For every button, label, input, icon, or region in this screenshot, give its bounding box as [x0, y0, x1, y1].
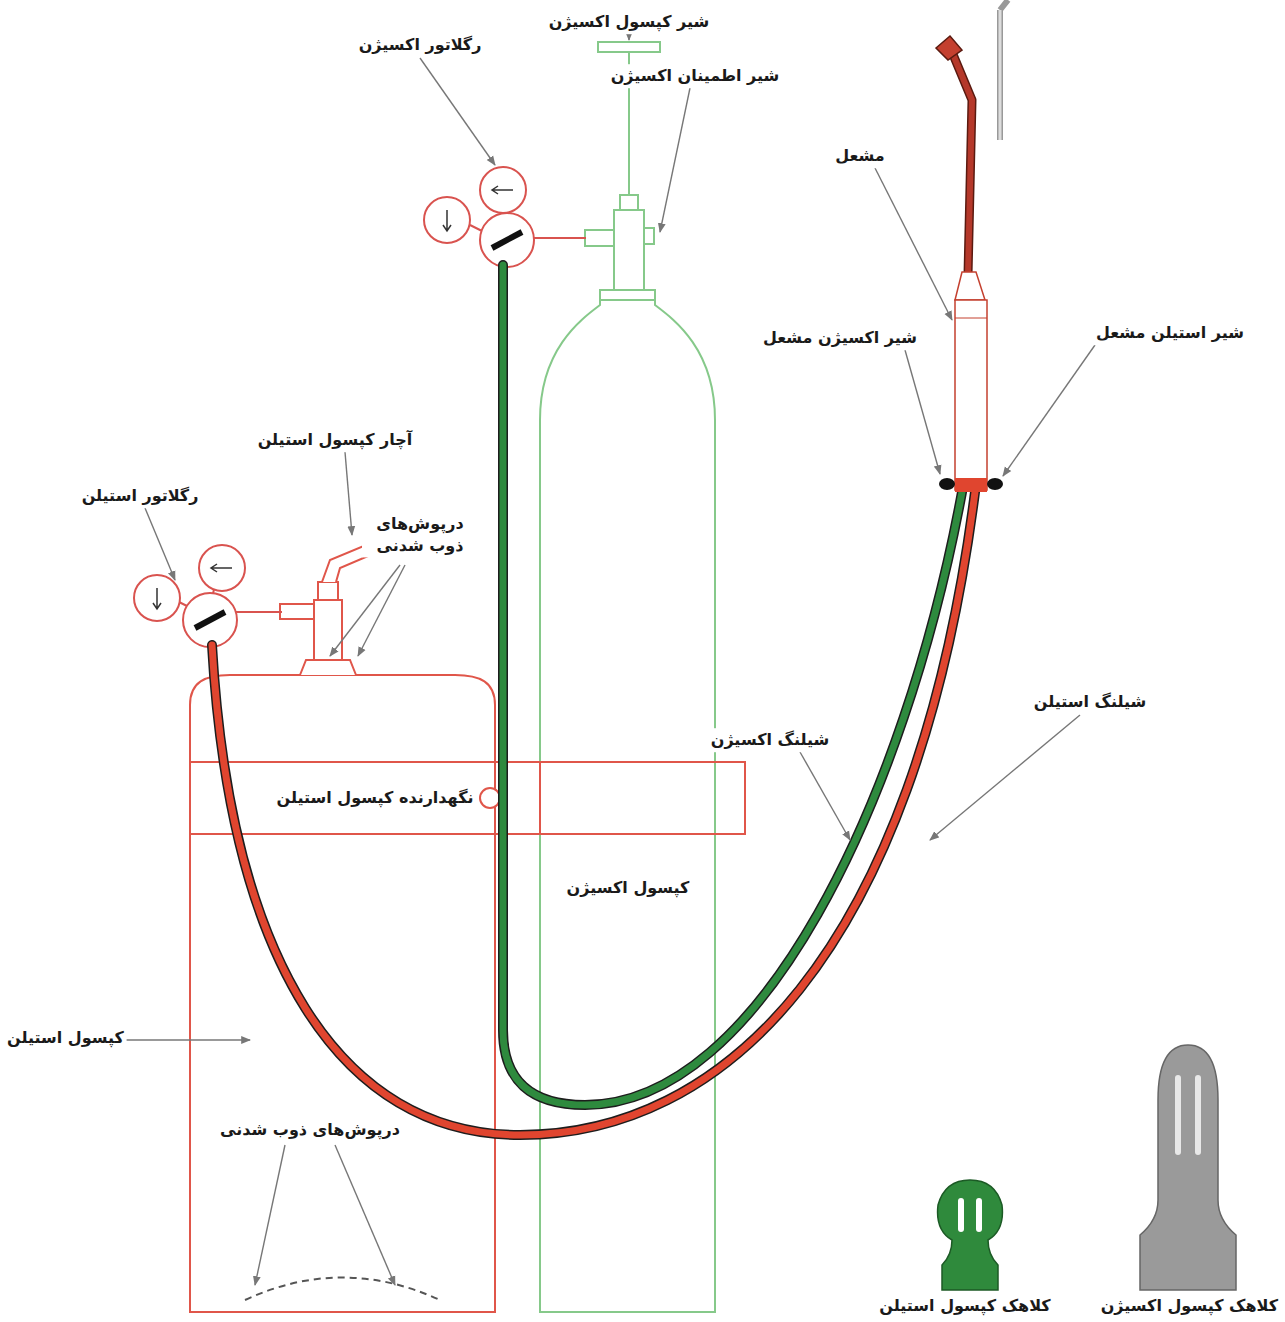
part-label: کلاهک کپسول اکسیژن: [1098, 1294, 1281, 1318]
part-label: نگهدارنده کپسول استیلن: [274, 786, 477, 810]
torch: [936, 0, 1008, 492]
part-label: شیر اطمینان اکسیژن: [608, 64, 783, 88]
acetylene-cylinder: [190, 535, 495, 1312]
part-label: رگلاتور استیلن: [79, 484, 202, 508]
part-label: آچار کپسول استیلن: [255, 428, 416, 452]
part-label: درپوش‌های ذوب شدنی: [362, 512, 478, 557]
part-label: درپوش‌های ذوب شدنی: [217, 1118, 403, 1142]
part-label: شیلنگ اکسیژن: [708, 728, 833, 752]
part-label: شیر کپسول اکسیژن: [546, 10, 713, 34]
part-label: کپسول استیلن: [4, 1026, 127, 1050]
part-label: شیلنگ استیلن: [1031, 690, 1150, 714]
leader-lines: [122, 33, 1095, 1285]
part-label: کپسول اکسیژن: [564, 876, 693, 900]
hoses: [212, 265, 975, 1135]
cylinder-holder: [190, 762, 745, 834]
part-label: رگلاتور اکسیژن: [356, 33, 485, 57]
part-label: مشعل: [832, 144, 888, 168]
part-label: کلاهک کپسول استیلن: [876, 1294, 1053, 1318]
oxygen-regulator: [424, 167, 586, 267]
cylinder-caps: [938, 1045, 1236, 1290]
part-label: شیر اکسیژن مشعل: [760, 326, 920, 350]
part-label: شیر استیلن مشعل: [1093, 321, 1247, 345]
acetylene-regulator: [134, 545, 282, 647]
